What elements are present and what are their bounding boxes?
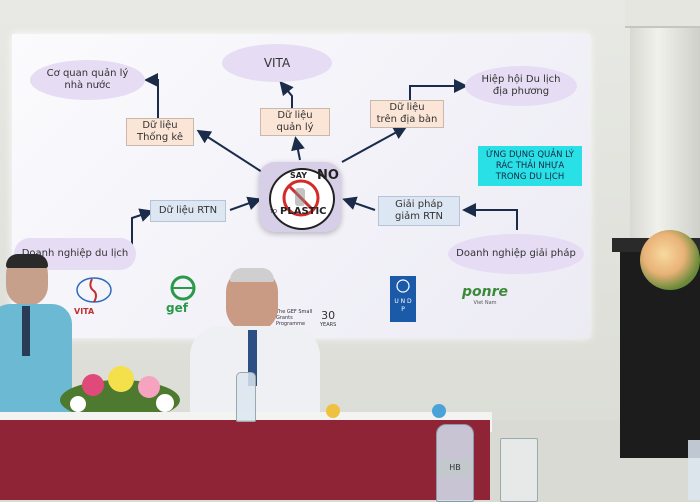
gef-label: gef: [166, 301, 188, 315]
arrow-to-dia-ban: [341, 126, 408, 163]
arrow-to-logo-left: [229, 196, 262, 211]
banner-ung-dung: ỨNG DỤNG QUẢN LÝ RÁC THẢI NHỰA TRONG DU …: [478, 146, 582, 186]
say-no-to-plastic-logo: [259, 162, 341, 232]
logo-to-text: TO: [270, 209, 277, 215]
water-bottle-center: [236, 372, 256, 422]
ponre-sub-label: Viet Nam: [473, 300, 497, 306]
vita-label: VITA: [74, 307, 95, 316]
node-du-lieu-dia-ban: Dữ liệu trên địa bàn: [370, 100, 444, 128]
logo-ponre: ponre Viet Nam: [462, 284, 508, 340]
arrow-to-quan-ly: [291, 136, 305, 161]
sgp-text: The GEF Small Grants Programme: [276, 309, 313, 327]
water-bottle-front: HB: [436, 424, 474, 502]
bottle-label: HB: [437, 459, 473, 477]
person-center-hair: [230, 268, 274, 282]
person-left-hair: [6, 254, 48, 268]
ponre-label: ponre: [462, 284, 509, 300]
node-doanh-nghiep-giai-phap: Doanh nghiệp giải pháp: [448, 234, 584, 274]
microphone-center: [326, 404, 340, 418]
logo-gef: gef: [166, 275, 200, 331]
logo-plastic-text: PLASTIC: [280, 206, 327, 217]
logo-sgp: The GEF Small Grants Programme 30 YEARS: [276, 290, 344, 346]
person-left-tie: [22, 306, 30, 356]
arrow-to-thong-ke: [196, 129, 263, 173]
arrow-to-vita: [279, 80, 294, 108]
microphone-right: [432, 404, 446, 418]
node-du-lieu-quan-ly: Dữ liệu quản lý: [260, 108, 330, 136]
node-du-lieu-thong-ke: Dữ liệu Thống kê: [126, 118, 194, 146]
logo-vita: VITA: [74, 275, 114, 331]
node-du-lieu-rtn: Dữ liệu RTN: [150, 200, 226, 222]
no-plastic-icon: [282, 179, 320, 217]
arrow-dn-du-lich: [131, 208, 154, 248]
arrow-to-co-quan: [144, 73, 159, 118]
arrow-to-hiep-hoi: [409, 79, 468, 100]
flower-arrangement-right: [640, 230, 700, 290]
pillar-cap: [625, 0, 700, 28]
node-hiep-hoi: Hiệp hội Du lịch địa phương: [465, 66, 577, 106]
logo-say-text: SAY: [290, 171, 307, 180]
logo-no-text: NO: [317, 168, 339, 183]
node-vita: VITA: [222, 44, 332, 82]
arrow-dn-giai-phap: [462, 203, 518, 230]
un-emblem-icon: [396, 279, 410, 293]
node-co-quan-quan-ly: Cơ quan quản lý nhà nước: [30, 60, 145, 100]
person-center-tie: [248, 330, 257, 386]
vietnam-map-icon: [76, 277, 112, 303]
logo-undp: U N D P: [390, 276, 416, 322]
conference-table: [0, 420, 490, 500]
arrow-to-logo-right: [342, 196, 376, 211]
sgp-years-label: YEARS: [320, 321, 337, 328]
gef-globe-icon: [170, 275, 196, 301]
node-giai-phap-rtn: Giải pháp giảm RTN: [378, 196, 460, 226]
drinking-glass: [500, 438, 538, 502]
sgp-years-number: 30: [321, 308, 336, 322]
bottle-far-right: [688, 440, 700, 500]
undp-label: U N D P: [394, 298, 412, 313]
sgp-years: 30 YEARS: [320, 309, 336, 328]
